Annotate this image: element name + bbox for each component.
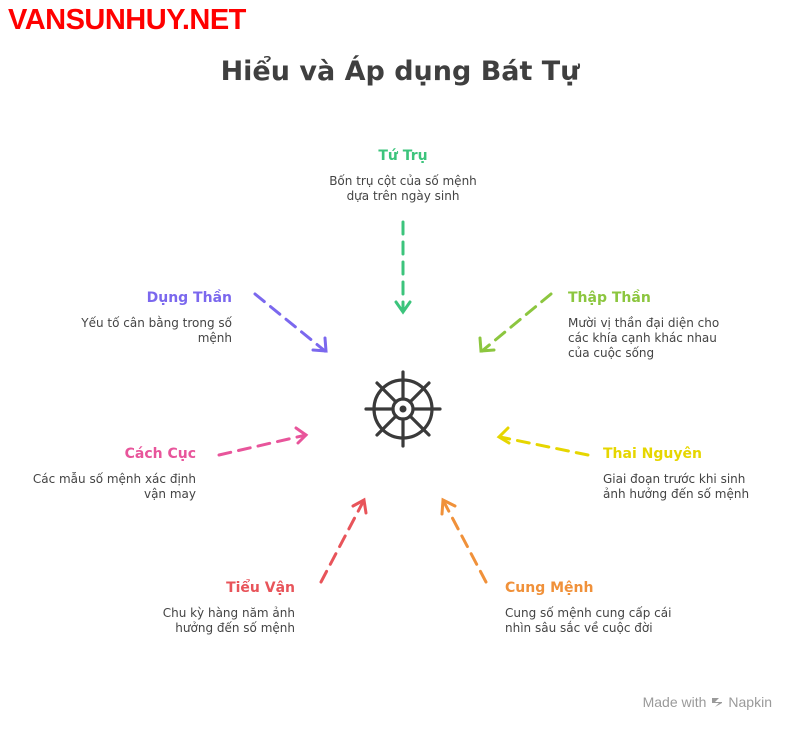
node-description: Mười vị thần đại diện cho các khía cạnh …	[568, 316, 720, 360]
arrow-cach-cuc	[217, 426, 309, 457]
node-title: Cách Cục	[124, 446, 196, 462]
napkin-logo-icon	[712, 698, 723, 707]
arrow-cung-menh	[440, 497, 488, 584]
node-title: Cung Mệnh	[505, 580, 594, 596]
made-with-label: Made with	[642, 694, 707, 710]
node-description: Chu kỳ hàng năm ảnh hưởng đến số mệnh	[162, 606, 295, 635]
node-thai-nguyen: Thai Nguyên Giai đoạn trước khi sinh ảnh…	[603, 446, 793, 502]
node-title: Dụng Thần	[146, 290, 232, 306]
node-cung-menh: Cung Mệnh Cung số mệnh cung cấp cái nhìn…	[505, 580, 725, 636]
page-title: Hiểu và Áp dụng Bát Tự	[220, 56, 580, 87]
node-description: Các mẫu số mệnh xác định vận may	[32, 472, 196, 501]
node-title: Thai Nguyên	[603, 446, 702, 462]
node-description: Cung số mệnh cung cấp cái nhìn sâu sắc v…	[505, 606, 672, 635]
napkin-label: Napkin	[728, 694, 772, 710]
node-title: Tiểu Vận	[226, 580, 295, 596]
site-logo: VANSUNHUY.NET	[8, 4, 246, 36]
arrow-thap-than	[478, 292, 553, 353]
node-tieu-van: Tiểu Vận Chu kỳ hàng năm ảnh hưởng đến s…	[95, 580, 295, 636]
arrow-tieu-van	[319, 497, 368, 584]
arrow-thai-nguyen	[496, 426, 590, 457]
node-cach-cuc: Cách Cục Các mẫu số mệnh xác định vận ma…	[16, 446, 196, 502]
node-description: Yếu tố cân bằng trong số mệnh	[81, 316, 232, 345]
arrow-dung-than	[253, 292, 328, 353]
node-thap-than: Thập Thần Mười vị thần đại diện cho các …	[568, 290, 778, 361]
node-description: Giai đoạn trước khi sinh ảnh hưởng đến s…	[603, 472, 750, 501]
ship-wheel-icon	[364, 370, 442, 448]
arrow-tu-tru	[394, 220, 412, 315]
node-tu-tru: Tứ Trụ Bốn trụ cột của số mệnh dựa trên …	[303, 148, 503, 204]
node-dung-than: Dụng Thần Yếu tố cân bằng trong số mệnh	[60, 290, 232, 346]
node-description: Bốn trụ cột của số mệnh dựa trên ngày si…	[329, 174, 477, 203]
node-title: Tứ Trụ	[378, 148, 428, 164]
made-with-badge[interactable]: Made with Napkin	[643, 694, 772, 710]
node-title: Thập Thần	[568, 290, 651, 306]
